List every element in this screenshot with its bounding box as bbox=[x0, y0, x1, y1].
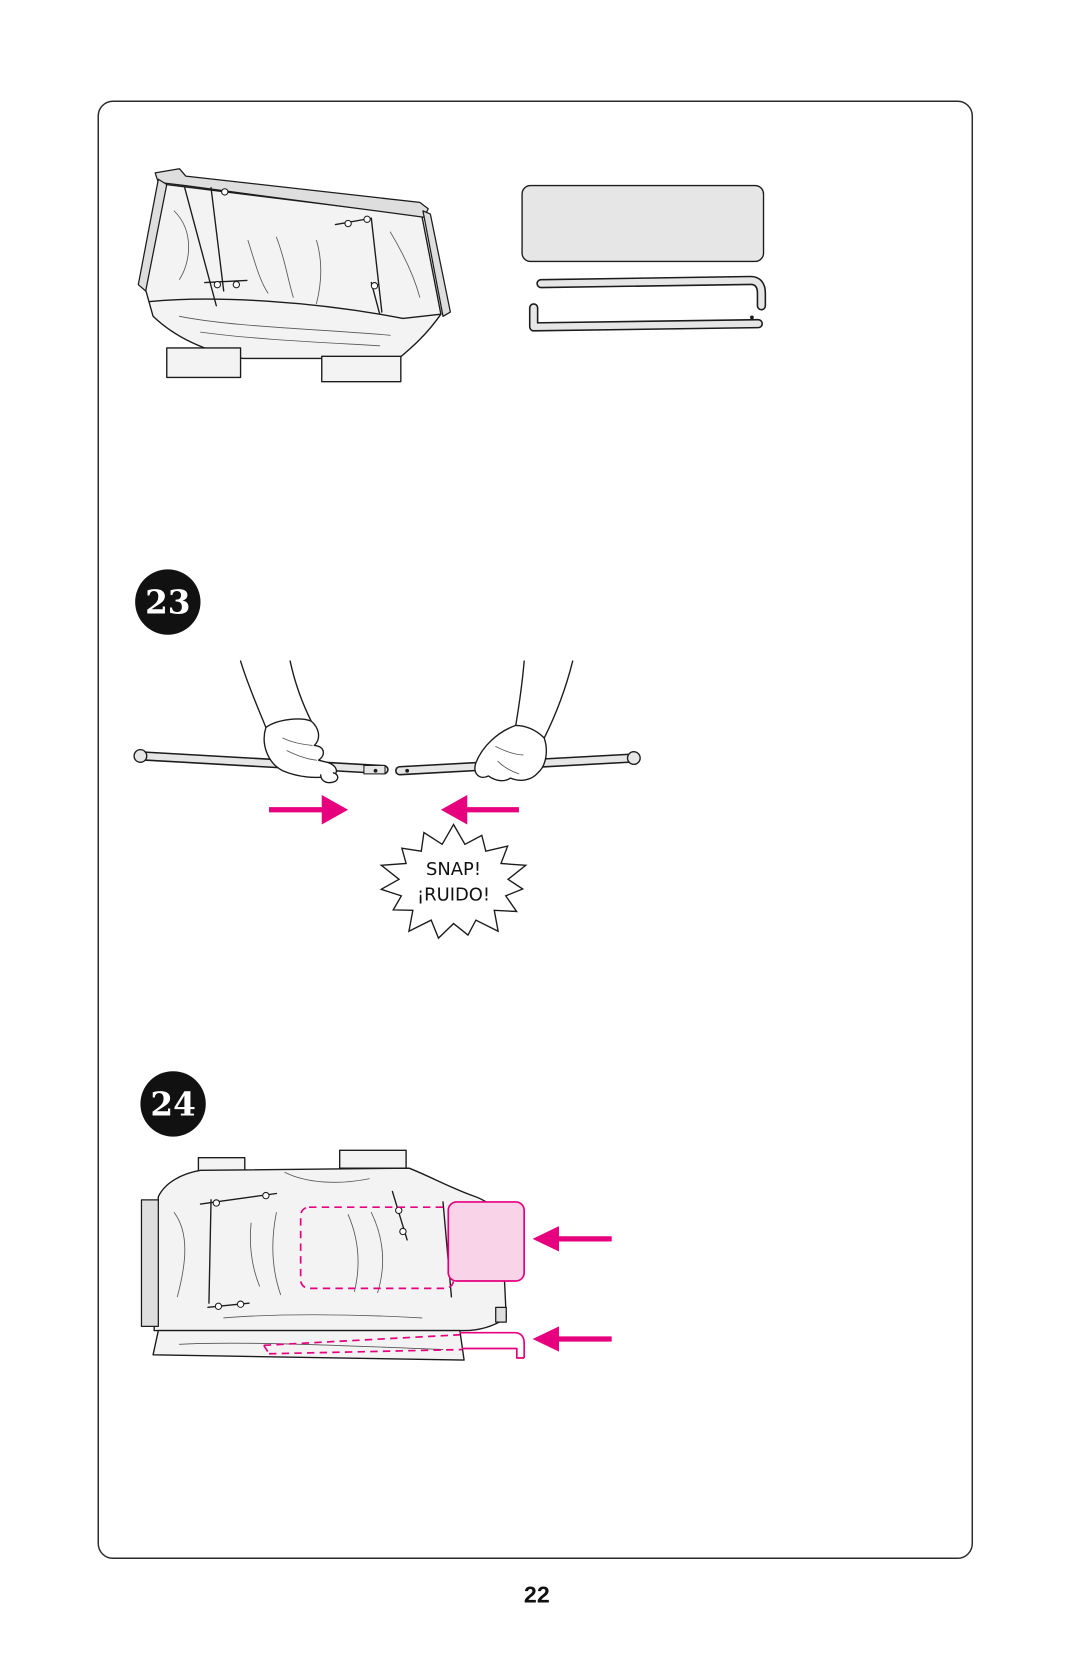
step-24-number: 24 bbox=[150, 1084, 195, 1123]
arrow-right-icon bbox=[269, 794, 349, 825]
step-24: 24 bbox=[140, 1071, 612, 1361]
bassinet-body bbox=[144, 183, 442, 360]
rod-path-dashed bbox=[263, 1333, 462, 1355]
step-23-badge bbox=[135, 569, 201, 635]
bassinet-left-post bbox=[137, 178, 168, 292]
bassinet-body-bottom bbox=[153, 1167, 507, 1332]
step-23-number: 23 bbox=[145, 583, 190, 622]
snap-callout-line1: SNAP! bbox=[426, 859, 481, 880]
snap-callout: SNAP! ¡RUIDO! bbox=[379, 823, 528, 940]
left-hand bbox=[239, 660, 339, 784]
support-rod-upper bbox=[536, 275, 767, 311]
bassinet-skirt bbox=[152, 1329, 465, 1361]
snap-callout-line2: ¡RUIDO! bbox=[417, 884, 490, 905]
mattress-pad bbox=[521, 184, 765, 263]
bassinet-illustration-top bbox=[137, 168, 452, 383]
support-rod-lower bbox=[528, 303, 763, 332]
right-hand bbox=[474, 660, 574, 782]
bassinet-end-panel bbox=[140, 1199, 159, 1327]
pad-and-rods-illustration bbox=[521, 184, 767, 332]
bassinet-illustration-bottom bbox=[140, 1149, 526, 1361]
bassinet-tab-right bbox=[321, 355, 402, 383]
rod-left-half bbox=[133, 748, 389, 775]
step-24-badge bbox=[140, 1071, 206, 1137]
step-23: 23 bbox=[133, 569, 641, 940]
arrow-left-icon bbox=[532, 1226, 612, 1252]
support-rod-highlight bbox=[459, 1331, 526, 1359]
starburst-icon bbox=[379, 823, 528, 940]
rod-assembly-illustration bbox=[133, 660, 641, 784]
mattress-pad-highlight bbox=[447, 1201, 526, 1282]
page-number: 22 bbox=[524, 1582, 550, 1608]
bassinet-top-rail bbox=[154, 168, 429, 218]
bassinet-tab-left bbox=[166, 347, 242, 379]
arrow-left-icon bbox=[440, 794, 519, 825]
arrow-left-icon bbox=[532, 1326, 612, 1352]
bassinet-right-post bbox=[422, 210, 452, 317]
bassinet-top-tab-right bbox=[338, 1149, 407, 1169]
